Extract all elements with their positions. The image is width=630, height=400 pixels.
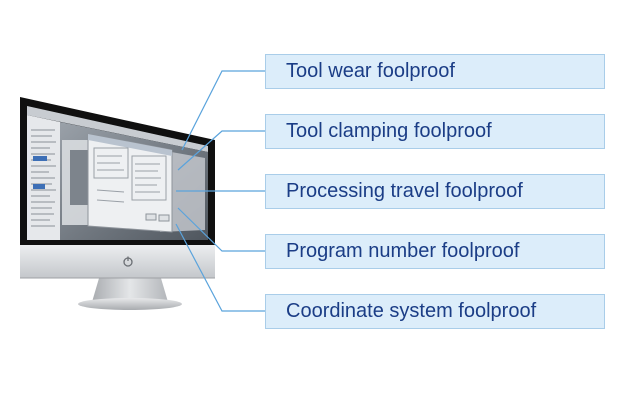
- screen: [27, 106, 208, 240]
- label-coordinate-system-foolproof: Coordinate system foolproof: [265, 294, 605, 329]
- leader-line-tool-clamping: [177, 130, 265, 171]
- monitor-chin: [20, 245, 215, 278]
- leader-line-tool-wear: [181, 70, 265, 151]
- label-processing-travel-foolproof: Processing travel foolproof: [265, 174, 605, 209]
- leader-line-coordinate-system: [175, 223, 265, 312]
- label-tool-clamping-foolproof: Tool clamping foolproof: [265, 114, 605, 149]
- leader-lines: [175, 70, 265, 312]
- label-program-number-foolproof: Program number foolproof: [265, 234, 605, 269]
- leader-line-program-number: [177, 207, 265, 252]
- monitor-base: [78, 298, 182, 310]
- label-tool-wear-foolproof: Tool wear foolproof: [265, 54, 605, 89]
